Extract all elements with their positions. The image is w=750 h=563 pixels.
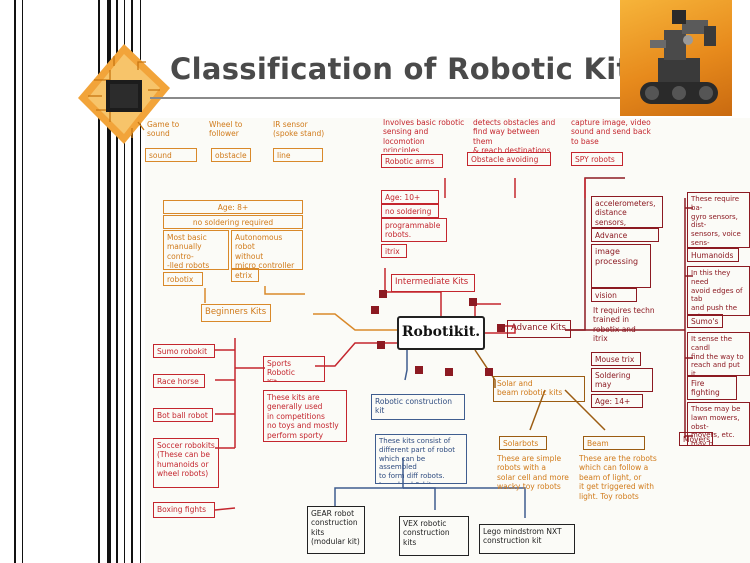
note-game-to-sound: Game to sound bbox=[147, 120, 180, 139]
decor-line bbox=[107, 0, 111, 563]
note-detect-obstacles: detects obstacles and find way between t… bbox=[473, 118, 556, 152]
node-advance-kits: Advance Kits bbox=[507, 320, 571, 338]
node-beginners-kits: Beginners Kits bbox=[201, 304, 271, 322]
node-intermediate-no-soldering: no soldering bbox=[381, 204, 439, 218]
node-race-horse: Race horse bbox=[153, 374, 205, 388]
tracked-robot-photo bbox=[620, 0, 732, 116]
node-image-processing: image processing bbox=[591, 244, 651, 288]
decor-line bbox=[116, 0, 118, 563]
node-boxing-fights: Boxing fights bbox=[153, 502, 215, 518]
central-node: Robotikit. bbox=[397, 316, 485, 350]
node-sumos-desc: In this they need avoid edges of tab and… bbox=[687, 266, 750, 316]
node-intermediate-kits: Intermediate Kits bbox=[391, 274, 475, 292]
decor-line bbox=[124, 0, 125, 563]
mind-map-diagram: Game to sound Wheel to follower IR senso… bbox=[145, 118, 750, 563]
node-obstacle: obstacle bbox=[211, 148, 251, 162]
connector-lines bbox=[204, 177, 693, 518]
note-wheel-follower: Wheel to follower bbox=[209, 120, 243, 139]
node-sumo-robokit: Sumo robokit bbox=[153, 344, 215, 358]
node-lego-mindstorm-kit: Lego mindstrom NXT construction kit bbox=[479, 524, 575, 554]
node-solarbots: Solarbots bbox=[499, 436, 547, 450]
note-capture-image: capture image, video sound and send back… bbox=[571, 118, 651, 146]
circuit-chip-icon bbox=[78, 44, 170, 144]
node-sumos: Sumo's bbox=[687, 314, 723, 328]
node-robotix: robotix bbox=[163, 272, 203, 286]
node-gear-robot-kit: GEAR robot construction kits (modular ki… bbox=[307, 506, 365, 554]
note-basic-sensing: Involves basic robotic sensing and locom… bbox=[383, 118, 465, 152]
node-sports-robotic-kit: Sports Robotic Kit bbox=[263, 356, 325, 382]
node-construction-desc: These kits consist of different part of … bbox=[375, 434, 467, 484]
decor-line bbox=[140, 0, 141, 563]
note-beam-followers-desc: These are the robots which can follow a … bbox=[579, 454, 657, 501]
node-sports-desc: These kits are generally used in competi… bbox=[263, 390, 347, 442]
node-beam-followers: Beam followers bbox=[583, 436, 645, 450]
node-advance-age: Age: 14+ bbox=[591, 394, 643, 408]
node-beginner-desc-right: Autonomous robot without micro controlle… bbox=[231, 230, 303, 270]
node-sound-tracker: sound tracker bbox=[145, 148, 197, 162]
page-title: Classification of Robotic Kits bbox=[170, 52, 649, 86]
node-beginner-desc-left: Most basic manually contro- -lled robots bbox=[163, 230, 229, 270]
robot-illustration bbox=[640, 10, 718, 104]
decor-line bbox=[14, 0, 16, 563]
node-intermediate-age: Age: 10+ bbox=[381, 190, 439, 204]
node-itrix: itrix bbox=[381, 244, 407, 258]
node-robotic-construction-kit: Robotic construction kit bbox=[371, 394, 465, 420]
node-fire-fighting: Fire fighting robots bbox=[687, 376, 737, 400]
node-mouse-trix: Mouse trix bbox=[591, 352, 641, 366]
node-soccer-robokits: Soccer robokits (These can be humanoids … bbox=[153, 438, 219, 488]
node-line-follower: line follower bbox=[273, 148, 323, 162]
node-soldering-required: Soldering may be required bbox=[591, 368, 653, 392]
node-movers-desc: Those may be lawn mowers, obst- movers, … bbox=[687, 402, 750, 446]
node-beginner-age: Age: 8+ bbox=[163, 200, 303, 214]
node-advance-sensors: Advance sensors bbox=[591, 228, 659, 242]
node-vision-bots: vision bots bbox=[591, 288, 637, 302]
node-movers: Movers bbox=[679, 432, 713, 446]
node-vex-robotic-kit: VEX robotic construction kits bbox=[399, 516, 469, 556]
note-ir-sensor: IR sensor (spoke stand) bbox=[273, 120, 325, 139]
note-requires-training: It requires techn trained in robotix and… bbox=[593, 306, 655, 344]
node-humanoids-desc: These require ba- gyro sensors, dist- se… bbox=[687, 192, 750, 248]
node-solar-beam-kits: Solar and beam robotic kits bbox=[493, 376, 585, 402]
node-programmable: programmable robots. bbox=[381, 218, 447, 242]
node-etrix: etrix bbox=[231, 268, 259, 282]
node-humanoids: Humanoids bbox=[687, 248, 739, 262]
node-bot-ball: Bot ball robot bbox=[153, 408, 213, 422]
node-obstacle-avoiding-bots: Obstacle avoiding bots bbox=[467, 152, 551, 166]
node-fire-fighting-desc: It sense the candl find the way to reach… bbox=[687, 332, 750, 376]
decor-line bbox=[131, 0, 133, 563]
decor-line bbox=[98, 0, 100, 563]
note-solarbots-desc: These are simple robots with a solar cel… bbox=[497, 454, 569, 492]
node-advance-sensors-desc: accelerometers, distance sensors, encode… bbox=[591, 196, 663, 228]
node-robotic-arms: Robotic arms bbox=[381, 154, 443, 168]
decor-line bbox=[22, 0, 23, 563]
node-beginner-no-soldering: no soldering required bbox=[163, 215, 303, 229]
node-spy-robots: SPY robots bbox=[571, 152, 623, 166]
title-underline bbox=[150, 97, 620, 99]
